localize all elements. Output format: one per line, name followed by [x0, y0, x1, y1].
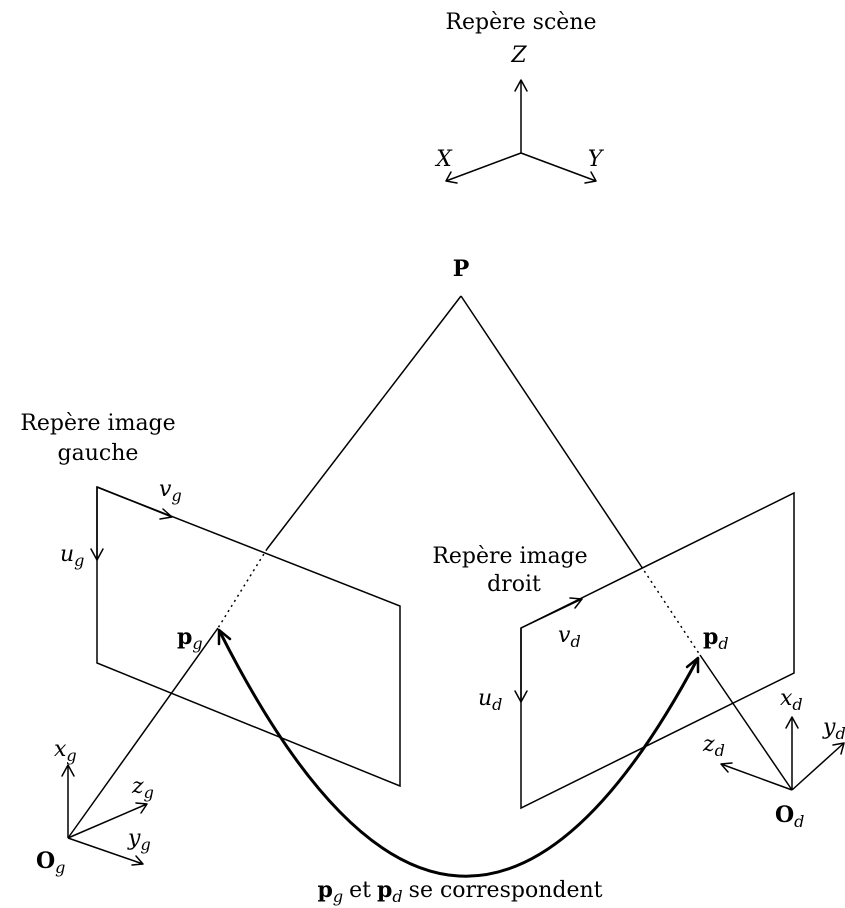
left-v-axis: [96, 486, 173, 518]
right-cam-y-label: yd: [822, 715, 845, 743]
ray-pg-to-og: [67, 627, 219, 839]
left-image-plane: Repère image gauche ug vg: [20, 411, 401, 788]
right-cam-origin-label: Od: [775, 802, 804, 831]
ray-p-to-right-plane: [460, 295, 642, 567]
left-u-label: ug: [60, 542, 84, 570]
scene-y-axis: [520, 152, 597, 182]
left-cam-y-axis: [67, 837, 144, 865]
right-v-label: vd: [558, 623, 581, 651]
scene-frame-title: Repère scène: [445, 10, 596, 35]
caption-p2: p: [377, 877, 392, 903]
caption-p1: p: [318, 877, 333, 903]
left-image-rectangle: [96, 485, 401, 788]
right-cam-x-arrowhead: [785, 716, 799, 729]
left-cam-z-axis: [67, 803, 148, 839]
scene-x-arrowhead: [445, 171, 458, 184]
ray-pd-to-od: [699, 654, 793, 791]
left-v-label: vg: [159, 477, 182, 505]
right-image-rectangle: [520, 491, 795, 810]
scene-y-label: Y: [588, 147, 605, 172]
scene-z-arrowhead: [514, 79, 528, 92]
correspondence-arrowhead-left: [217, 628, 232, 646]
right-v-arrowhead: [569, 597, 583, 609]
left-cam-z-arrowhead: [135, 802, 148, 814]
right-cam-y-axis: [791, 742, 845, 791]
left-cam-y-label: yg: [127, 826, 151, 854]
scene-x-label: X: [434, 147, 453, 172]
left-cam-origin-label: Og: [36, 848, 65, 877]
right-cam-z-arrowhead: [720, 762, 733, 773]
correspondence-arrowhead-right: [685, 656, 700, 674]
right-u-label: ud: [478, 686, 502, 714]
scene-y-arrowhead: [584, 171, 597, 184]
left-cam-x-arrowhead: [61, 764, 75, 777]
left-cam-y-arrowhead: [131, 855, 144, 866]
right-image-plane: Repère image droit ud vd: [432, 491, 795, 810]
left-cam-z-label: zg: [131, 774, 154, 802]
point-p-label: P: [453, 256, 470, 282]
correspondence-arc: [217, 629, 700, 878]
ray-left-hidden-segment: [217, 548, 268, 629]
pd-label: pd: [703, 624, 729, 653]
scene-frame: Repère scène Z X Y: [434, 10, 605, 184]
right-camera-frame: xd zd yd Od: [702, 686, 845, 831]
ray-right-hidden-segment: [640, 565, 701, 656]
right-image-title-line2: droit: [487, 572, 541, 597]
caption-p2-sub: d: [392, 887, 402, 906]
correspondence-curve: [217, 628, 700, 878]
right-image-title-line1: Repère image: [432, 544, 587, 569]
left-image-title-line2: gauche: [58, 441, 139, 466]
right-cam-y-arrowhead: [832, 742, 845, 755]
left-cam-x-label: xg: [54, 737, 77, 765]
projection-rays: [67, 295, 793, 839]
right-cam-x-label: xd: [780, 686, 803, 714]
caption-rest: se correspondent: [409, 878, 603, 903]
right-v-axis: [520, 598, 583, 629]
caption-connector: et: [349, 878, 371, 903]
left-u-arrowhead: [90, 548, 104, 561]
ray-p-to-left-plane: [266, 295, 462, 550]
caption-p1-sub: g: [333, 887, 343, 906]
scene-z-label: Z: [510, 43, 527, 68]
left-v-arrowhead: [159, 508, 173, 520]
right-cam-z-label: zd: [702, 732, 725, 760]
scene-x-axis: [445, 152, 522, 182]
left-image-title-line1: Repère image: [20, 411, 175, 436]
left-camera-frame: xg zg yg Og: [36, 737, 154, 877]
pg-label: pg: [177, 624, 203, 653]
right-cam-z-axis: [720, 763, 793, 791]
right-u-arrowhead: [514, 690, 528, 703]
